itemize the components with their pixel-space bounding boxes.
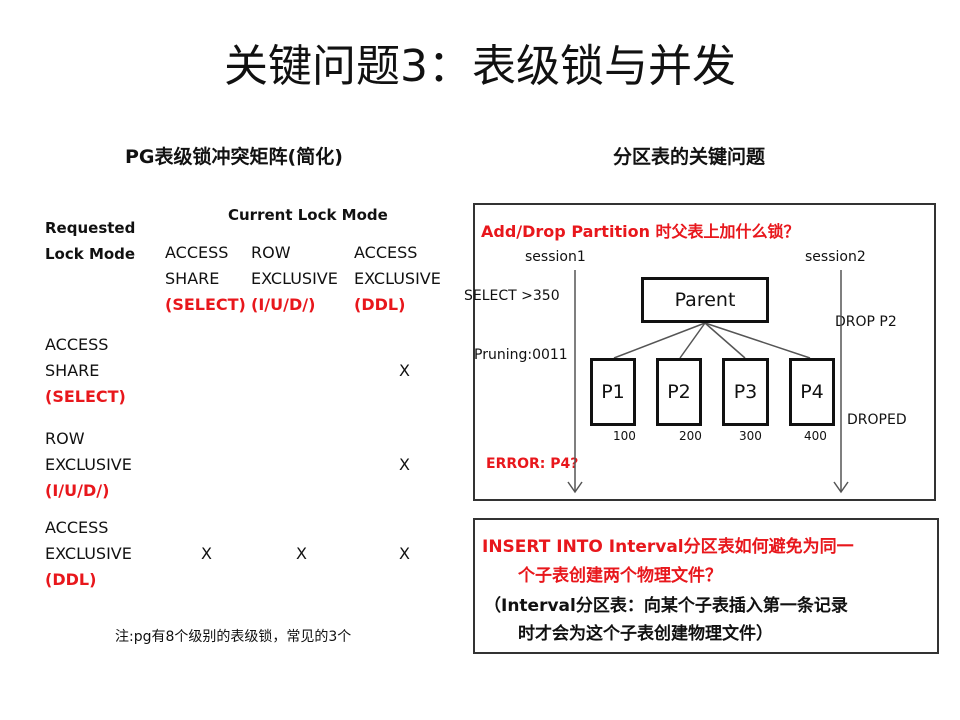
partition-node: P1 [590, 358, 636, 426]
partition-bound: 400 [804, 429, 827, 443]
footnote: 注:pg有8个级别的表级锁，常见的3个 [115, 629, 352, 645]
left-subtitle: PG表级锁冲突矩阵(简化) [125, 146, 343, 168]
current-lock-header: Current Lock Mode [228, 206, 388, 224]
row-header: ROW EXCLUSIVE (I/U/D/) [45, 426, 132, 504]
column-header: ACCESS EXCLUSIVE (DDL) [354, 240, 441, 318]
tree-edge [613, 322, 706, 359]
row-op: (DDL) [45, 570, 97, 589]
row-line: EXCLUSIVE [45, 455, 132, 474]
question-interval-line1: INSERT INTO Interval分区表如何避免为同一 [482, 537, 854, 557]
tree-edge [704, 322, 746, 359]
partition-bound: 200 [679, 429, 702, 443]
row-op: (SELECT) [45, 387, 126, 406]
col-line: ACCESS [354, 243, 418, 262]
partition-node: P3 [722, 358, 769, 426]
droped-label: DROPED [847, 412, 907, 428]
column-header: ACCESS SHARE (SELECT) [165, 240, 246, 318]
row-header: ACCESS EXCLUSIVE (DDL) [45, 515, 132, 593]
row-line: ACCESS [45, 335, 109, 354]
tree-edge [704, 322, 811, 359]
arrow-head-icon [567, 481, 583, 494]
parent-table-node: Parent [641, 277, 769, 323]
partition-label: P1 [601, 381, 625, 403]
row-line: EXCLUSIVE [45, 544, 132, 563]
matrix-cell: X [399, 455, 410, 474]
partition-bound: 100 [613, 429, 636, 443]
drop-label: DROP P2 [835, 314, 897, 330]
pruning-label: Pruning:0011 [474, 347, 568, 363]
matrix-cell: X [201, 544, 212, 563]
partition-bound: 300 [739, 429, 762, 443]
tree-edge [679, 322, 706, 359]
parent-label: Parent [674, 289, 736, 311]
matrix-cell: X [399, 361, 410, 380]
requested-line: Lock Mode [45, 245, 136, 263]
row-line: ACCESS [45, 518, 109, 537]
col-op: (I/U/D/) [251, 295, 316, 314]
row-line: SHARE [45, 361, 100, 380]
row-line: ROW [45, 429, 85, 448]
matrix-cell: X [296, 544, 307, 563]
requested-header: Requested Lock Mode [45, 215, 135, 267]
session1-label: session1 [525, 249, 586, 265]
error-label: ERROR: P4? [486, 456, 579, 472]
partition-label: P3 [733, 381, 758, 403]
row-header: ACCESS SHARE (SELECT) [45, 332, 126, 410]
column-header: ROW EXCLUSIVE (I/U/D/) [251, 240, 338, 318]
col-line: EXCLUSIVE [354, 269, 441, 288]
answer-line1: （Interval分区表：向某个子表插入第一条记录 [484, 596, 848, 616]
interval-question-box [473, 518, 939, 654]
col-line: ACCESS [165, 243, 229, 262]
partition-node: P2 [656, 358, 702, 426]
col-line: ROW [251, 243, 291, 262]
col-op: (SELECT) [165, 295, 246, 314]
col-line: EXCLUSIVE [251, 269, 338, 288]
partition-lock-box [473, 203, 936, 501]
col-line: SHARE [165, 269, 220, 288]
row-op: (I/U/D/) [45, 481, 110, 500]
partition-node: P4 [789, 358, 835, 426]
slide-title: 关键问题3：表级锁与并发 [224, 41, 736, 92]
requested-line: Requested [45, 219, 136, 237]
col-op: (DDL) [354, 295, 406, 314]
question-add-drop: Add/Drop Partition 时父表上加什么锁？ [481, 222, 800, 241]
arrow-head-icon [833, 481, 849, 494]
session2-label: session2 [805, 249, 866, 265]
question-interval-line2: 个子表创建两个物理文件？ [518, 566, 722, 586]
select-label: SELECT >350 [464, 288, 560, 304]
partition-label: P2 [667, 381, 691, 403]
answer-line2: 时才会为这个子表创建物理文件） [518, 624, 773, 644]
right-subtitle: 分区表的关键问题 [613, 146, 766, 168]
partition-label: P4 [800, 381, 824, 403]
matrix-cell: X [399, 544, 410, 563]
